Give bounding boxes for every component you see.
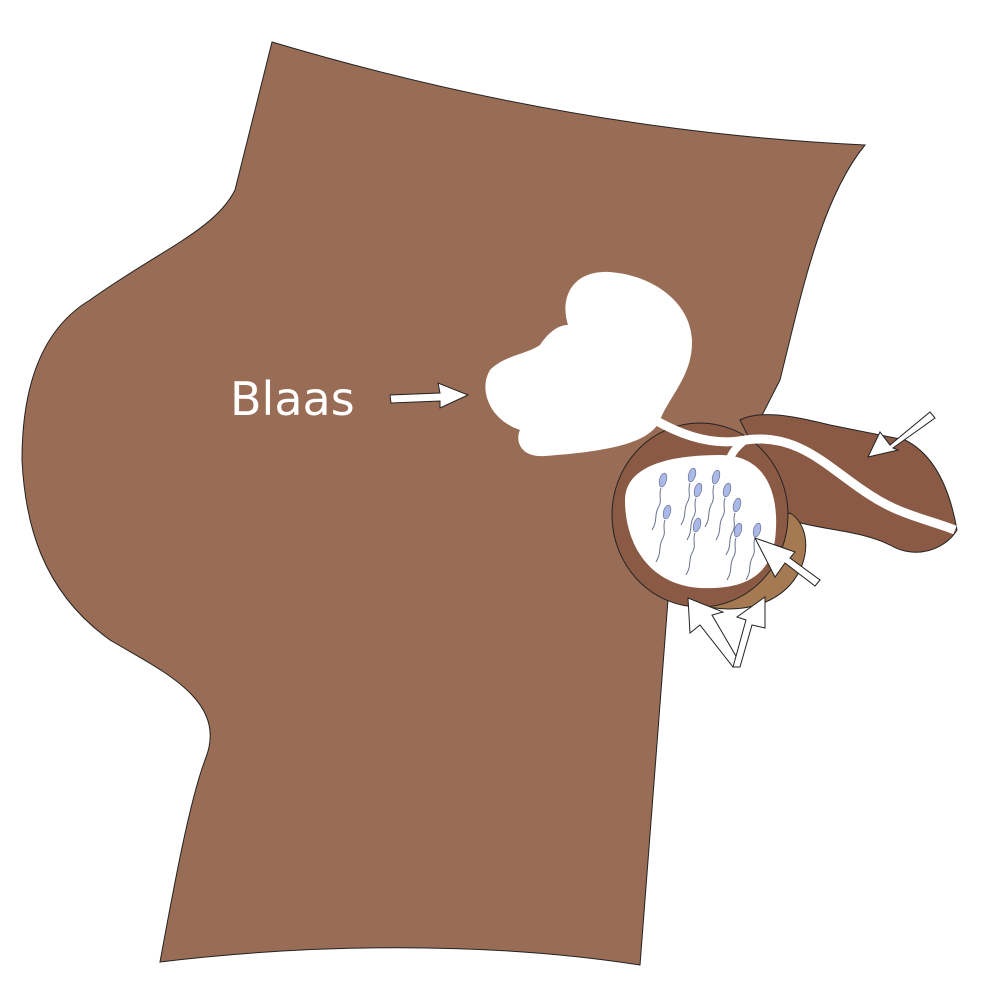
sperm-cell — [726, 522, 743, 581]
sperm-cell — [715, 482, 732, 541]
arrow-to-scrotum-left — [687, 597, 741, 668]
sperm-cell — [685, 517, 702, 576]
sperm-cell — [725, 497, 742, 556]
body-silhouette — [21, 41, 867, 966]
sperm-cell — [704, 469, 721, 528]
arrow-to-penis — [867, 411, 936, 458]
duct-to-testis — [724, 436, 748, 466]
bladder-label: Blaas — [230, 372, 355, 426]
vas-deferens — [652, 416, 957, 535]
arrow-to-scrotum-right — [732, 596, 766, 668]
sperm-cell — [745, 522, 762, 581]
sperm-cell — [655, 504, 672, 563]
arrow-to-epididymis — [753, 537, 821, 587]
sperm-cell — [686, 482, 703, 541]
sperm-cell — [651, 472, 668, 531]
sperm-cell — [680, 467, 697, 526]
arrow-to-bladder — [389, 382, 470, 409]
sperm-cells — [651, 467, 762, 581]
bladder — [485, 271, 693, 457]
arrows — [389, 382, 936, 668]
